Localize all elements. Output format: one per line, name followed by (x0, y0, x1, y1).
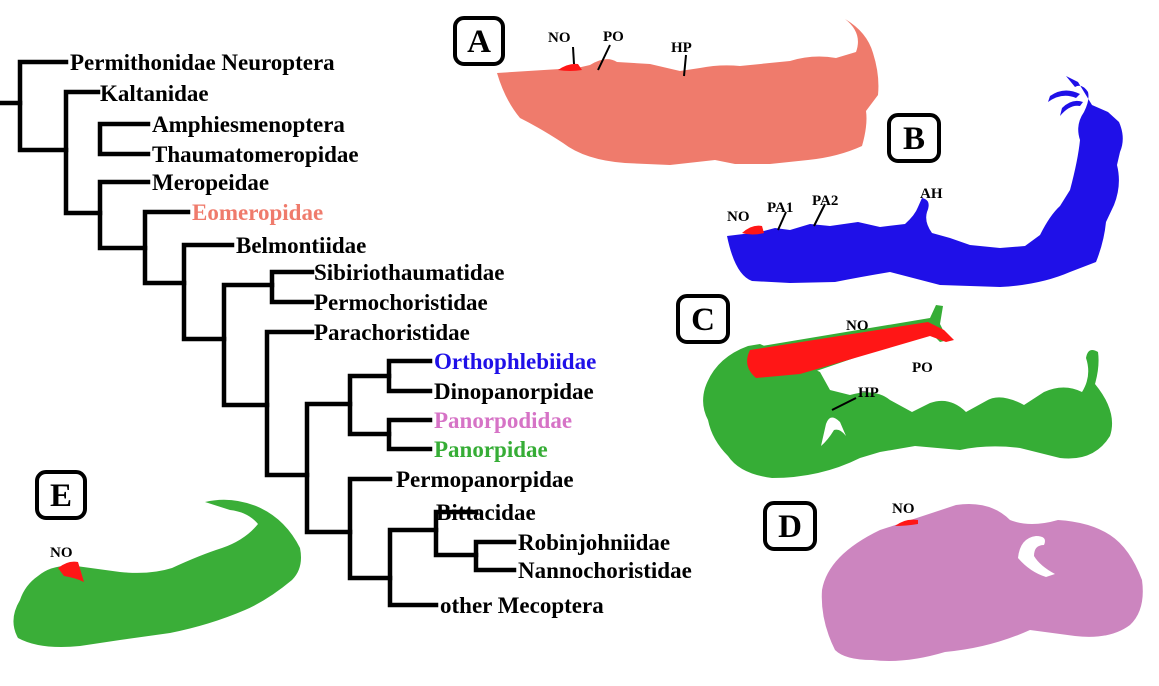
leader-c-hp (831, 397, 857, 411)
panel-e-letter: E (50, 478, 72, 514)
taxon-label-dinopanorpidae: Dinopanorpidae (434, 379, 594, 404)
taxon-label-panorpodidae: Panorpodidae (434, 408, 572, 433)
panel-c-label-no: NO (846, 318, 869, 334)
taxon-label-nannochoristidae: Nannochoristidae (518, 558, 692, 583)
panel-e: E NO (13, 470, 301, 647)
branch-node-4 (142, 209, 191, 286)
panel-c: C NO PO HP (676, 294, 1113, 478)
panel-c-notal-organ-shape (747, 322, 954, 378)
panel-a-label-po: PO (603, 29, 624, 45)
taxon-label-bittacidae: Bittacidae (436, 500, 536, 525)
panel-a: A NO PO HP (453, 16, 879, 165)
branch-node-12 (433, 509, 479, 558)
panel-c-process-white (821, 417, 846, 446)
panel-d-claw-white (1018, 536, 1055, 577)
panel-b-letter-box (887, 113, 941, 163)
panel-c-label-hp: HP (858, 385, 879, 401)
taxon-label-robinjohniidae: Robinjohniidae (518, 530, 670, 555)
panel-c-letter: C (691, 302, 715, 338)
branch-node-3 (97, 179, 151, 251)
branch-node-7 (264, 329, 315, 478)
taxon-label-kaltanidae: Kaltanidae (100, 81, 209, 106)
panel-c-abdomen-shape (703, 344, 1113, 478)
branch-node-sibir-permo (269, 269, 315, 305)
leader-b-pa2 (813, 203, 826, 227)
branch-node-panorp (386, 417, 433, 452)
taxon-label-thaumatomeropidae: Thaumatomeropidae (152, 142, 359, 167)
branch-node-2 (63, 89, 103, 216)
branch-node-11 (387, 527, 439, 608)
taxon-labels: Permithonidae NeuropteraKaltanidaeAmphie… (70, 50, 692, 618)
panel-b-label-pa1: PA1 (767, 200, 793, 216)
panel-c-letter-box (676, 294, 730, 344)
cladogram-branches (0, 59, 517, 608)
branch-node-amph-thaum (97, 121, 151, 157)
panel-b: B NO PA1 PA2 AH (727, 76, 1123, 287)
panel-a-notal-organ-shape (558, 63, 582, 71)
leader-a-hp (683, 54, 687, 77)
panel-a-letter-box (453, 16, 505, 66)
branch-node-robin-nanno (473, 539, 517, 573)
taxon-label-other-mecoptera: other Mecoptera (440, 593, 604, 618)
taxon-label-eomeropidae: Eomeropidae (192, 200, 323, 225)
panel-a-leader-lines (572, 44, 687, 77)
branch-node-9 (347, 373, 392, 437)
panel-b-abdomen-shape (727, 76, 1123, 287)
branch-node-5 (181, 242, 235, 342)
panel-d-letter-box (763, 501, 817, 551)
leader-a-po (597, 44, 611, 71)
panel-e-letter-box (35, 470, 87, 520)
taxon-label-amphiesmenoptera: Amphiesmenoptera (152, 112, 345, 137)
panel-a-label-no: NO (548, 30, 571, 46)
leader-a-no (572, 46, 575, 65)
taxon-label-permochoristidae: Permochoristidae (314, 290, 488, 315)
panel-a-label-hp: HP (671, 40, 692, 56)
panel-b-label-no: NO (727, 209, 750, 225)
branch-node-1 (17, 59, 69, 153)
branch-node-10 (347, 476, 393, 581)
panel-e-notal-organ-shape (58, 561, 84, 582)
taxon-label-sibiriothaumatidae: Sibiriothaumatidae (314, 260, 504, 285)
taxon-label-permopanorpidae: Permopanorpidae (396, 467, 574, 492)
panel-b-notal-organ-shape (742, 225, 764, 235)
panel-c-leader-lines (831, 397, 857, 411)
panel-d: D NO (763, 501, 1143, 661)
branch-node-6 (221, 282, 275, 408)
panel-b-appendage-1 (1048, 90, 1080, 102)
panel-c-label-po: PO (912, 360, 933, 376)
panel-e-abdomen-shape (13, 499, 301, 647)
panel-e-label-no: NO (50, 545, 73, 561)
panel-d-notal-organ-shape (895, 519, 918, 526)
taxon-label-meropeidae: Meropeidae (152, 170, 269, 195)
panel-b-appendage-2 (1060, 100, 1083, 116)
branch-node-8 (304, 401, 353, 535)
panel-d-label-no: NO (892, 501, 915, 517)
panel-d-abdomen-shape (821, 504, 1143, 661)
taxon-label-parachoristidae: Parachoristidae (314, 320, 470, 345)
taxon-label-panorpidae: Panorpidae (434, 437, 548, 462)
panel-b-label-pa2: PA2 (812, 193, 838, 209)
panel-a-letter: A (467, 24, 491, 60)
taxon-label-orthophlebiidae: Orthophlebiidae (434, 349, 596, 374)
panel-b-letter: B (903, 121, 925, 157)
taxon-label-belmontiidae: Belmontiidae (236, 233, 366, 258)
panel-b-label-ah: AH (920, 186, 943, 202)
branch-node-ortho-dino (386, 358, 433, 394)
panel-a-abdomen-shape (497, 19, 879, 165)
panel-d-letter: D (778, 509, 802, 545)
taxon-label-permithonidae-neuroptera: Permithonidae Neuroptera (70, 50, 335, 75)
panel-b-leader-lines (777, 203, 826, 231)
leader-b-pa1 (777, 211, 787, 231)
